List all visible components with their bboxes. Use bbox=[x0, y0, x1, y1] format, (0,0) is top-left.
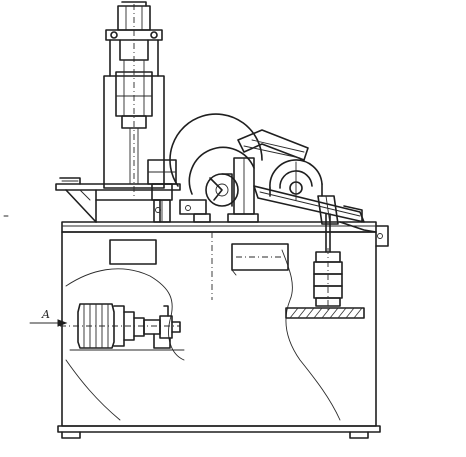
belt-guard bbox=[237, 129, 309, 161]
inclined-slide-arm bbox=[253, 185, 377, 233]
front-panel-left bbox=[109, 239, 157, 265]
press-column bbox=[103, 4, 165, 196]
flywheel bbox=[169, 113, 263, 207]
cylinder-head bbox=[105, 1, 163, 77]
die-block bbox=[147, 159, 177, 223]
breakout-section-lines bbox=[65, 249, 341, 421]
drive-motor bbox=[60, 303, 180, 349]
gearbox-housing bbox=[179, 157, 259, 223]
view-arrow-label: A bbox=[41, 308, 50, 321]
machine-base-cabinet bbox=[57, 221, 389, 439]
idler-pulley bbox=[269, 159, 323, 201]
misc-fasteners bbox=[3, 205, 383, 239]
view-direction-arrow: A bbox=[29, 308, 68, 327]
counterweight-stack bbox=[313, 213, 343, 312]
front-panel-right bbox=[231, 243, 289, 271]
work-table bbox=[55, 177, 181, 223]
hatched-support-bed bbox=[285, 307, 365, 319]
coupling-and-valve bbox=[143, 305, 181, 349]
